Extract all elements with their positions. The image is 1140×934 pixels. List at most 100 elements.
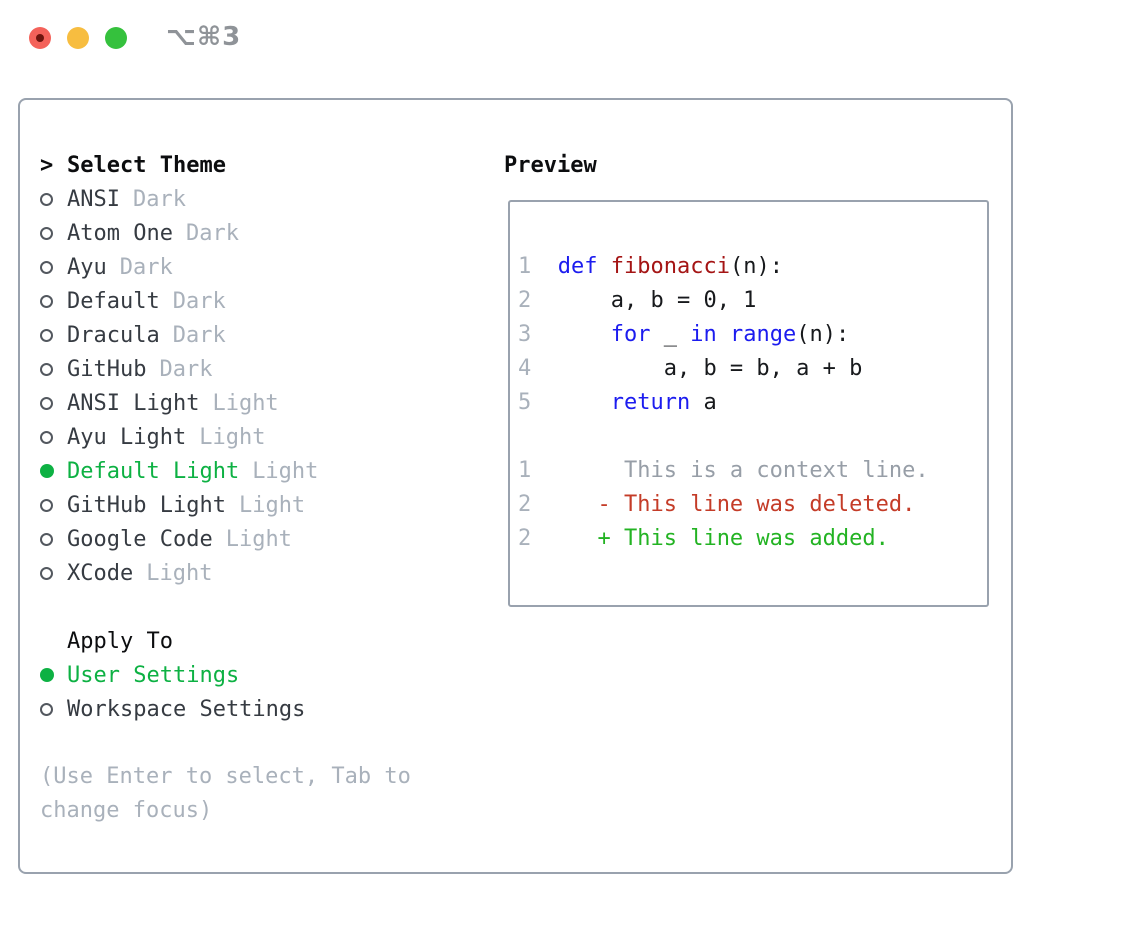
close-unsaved-dot-icon xyxy=(36,34,44,42)
code-line: 2 a, b = 0, 1 xyxy=(518,284,987,318)
code-token-txt xyxy=(558,390,611,415)
option-label: GitHub xyxy=(67,356,147,382)
option-label: ANSI xyxy=(67,186,120,212)
option-label: Ayu xyxy=(67,254,107,280)
radio-cell xyxy=(40,226,67,240)
minimize-button[interactable] xyxy=(67,27,89,49)
code-line: 2 - This line was deleted. xyxy=(518,488,987,522)
code-token-kw: return xyxy=(610,390,691,415)
option-label: Default Light xyxy=(67,458,240,484)
select-theme-title: Select Theme xyxy=(67,152,226,178)
option-variant-tag: Dark xyxy=(185,220,239,246)
radio-selected-icon xyxy=(40,464,54,478)
option-variant-tag: Light xyxy=(252,458,319,484)
code-line: 3 for _ in range(n): xyxy=(518,318,987,352)
code-token-fn: fibonacci xyxy=(610,254,730,279)
code-token-kw: range xyxy=(729,322,797,347)
hint-text-line-1: (Use Enter to select, Tab to xyxy=(40,764,411,789)
radio-cell xyxy=(40,430,67,444)
radio-unselected-icon xyxy=(40,260,53,274)
theme-option[interactable]: XCode Light xyxy=(40,556,504,590)
radio-unselected-icon xyxy=(40,498,53,512)
spacer xyxy=(40,726,504,760)
code-token-kw: def xyxy=(557,254,598,279)
radio-unselected-icon xyxy=(40,328,53,342)
radio-unselected-icon xyxy=(40,702,53,716)
option-label: Dracula xyxy=(67,322,160,348)
radio-cell xyxy=(40,668,67,682)
titlebar: ⌥⌘3 xyxy=(0,0,1140,76)
theme-option[interactable]: Default Light Light xyxy=(40,454,504,488)
option-label: User Settings xyxy=(67,662,240,688)
option-variant-tag: Light xyxy=(212,390,279,416)
right-column: Preview 1 def fibonacci(n):2 a, b = 0, 1… xyxy=(504,148,989,872)
code-line: 1 def fibonacci(n): xyxy=(518,250,987,284)
option-label: Ayu Light xyxy=(67,424,187,450)
code-token-ctx: This is a context line. xyxy=(557,458,929,483)
code-token-txt: (n): xyxy=(796,322,850,347)
option-label: Google Code xyxy=(67,526,213,552)
option-variant-tag: Light xyxy=(225,526,292,552)
radio-unselected-icon xyxy=(40,226,53,240)
radio-cell xyxy=(40,702,67,716)
apply-to-option[interactable]: Workspace Settings xyxy=(40,692,504,726)
code-token-num: 4 xyxy=(518,356,558,381)
code-line xyxy=(518,420,987,454)
code-token-txt: a, b = b, a + b xyxy=(557,356,863,381)
code-token-num: 2 xyxy=(518,492,558,517)
code-token-num: 3 xyxy=(518,322,558,347)
select-theme-header: > Select Theme xyxy=(40,148,504,182)
theme-option[interactable]: Google Code Light xyxy=(40,522,504,556)
close-button[interactable] xyxy=(29,27,51,49)
preview-header: Preview xyxy=(504,148,989,182)
code-token-txt: (n): xyxy=(729,254,783,279)
radio-cell xyxy=(40,498,67,512)
option-label: GitHub Light xyxy=(67,492,226,518)
apply-to-header: Apply To xyxy=(40,624,504,658)
radio-cell xyxy=(40,328,67,342)
radio-unselected-icon xyxy=(40,566,53,580)
radio-cell xyxy=(40,192,67,206)
radio-cell xyxy=(40,362,67,376)
code-token-txt: _ xyxy=(650,322,691,347)
option-variant-tag: Light xyxy=(146,560,213,586)
code-token-txt xyxy=(598,254,611,279)
spacer xyxy=(40,590,504,624)
option-label: XCode xyxy=(67,560,134,586)
radio-unselected-icon xyxy=(40,532,53,546)
code-token-add: + This line was added. xyxy=(557,526,889,551)
radio-cell xyxy=(40,396,67,410)
radio-unselected-icon xyxy=(40,430,53,444)
code-token-txt: a xyxy=(690,390,717,415)
option-label: Default xyxy=(67,288,160,314)
radio-unselected-icon xyxy=(40,396,53,410)
option-variant-tag: Dark xyxy=(159,356,213,382)
radio-cell xyxy=(40,532,67,546)
zoom-button[interactable] xyxy=(105,27,127,49)
window-shortcut-label: ⌥⌘3 xyxy=(166,22,242,52)
code-token-txt: a, b = 0, 1 xyxy=(557,288,757,313)
code-token-txt xyxy=(717,322,730,347)
apply-to-option[interactable]: User Settings xyxy=(40,658,504,692)
hint-text-line-2: change focus) xyxy=(40,798,213,823)
code-line: 5 return a xyxy=(518,386,987,420)
option-label: Workspace Settings xyxy=(67,696,306,722)
theme-option[interactable]: GitHub Dark xyxy=(40,352,504,386)
cursor-arrow-icon: > xyxy=(40,152,54,178)
code-token-num: 5 xyxy=(518,390,558,415)
radio-selected-icon xyxy=(40,668,54,682)
